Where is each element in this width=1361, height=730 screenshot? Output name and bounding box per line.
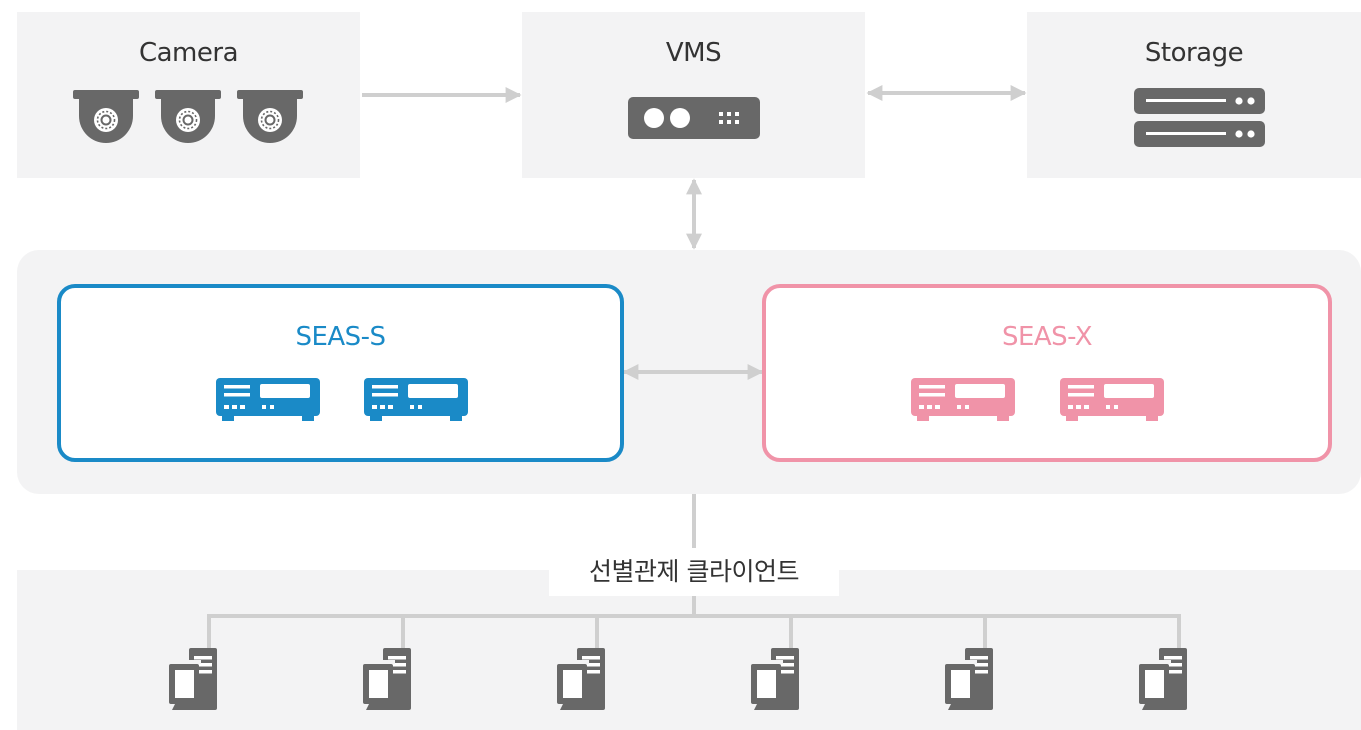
storage-label: Storage [1144, 38, 1244, 68]
client-branch-lines [207, 614, 1181, 648]
desktop-computer-icon [555, 648, 605, 710]
vms-server-icon [628, 97, 760, 139]
desktop-computer-icon [361, 648, 411, 710]
seas-x-node [762, 284, 1332, 462]
vms-panel [522, 12, 865, 178]
desktop-computer-icon [943, 648, 993, 710]
client-panel [17, 570, 1361, 730]
storage-server-icon [1134, 88, 1265, 147]
desktop-computer-icon [167, 648, 217, 710]
camera-label: Camera [138, 38, 239, 68]
vms-label: VMS [665, 38, 722, 68]
seas-x-label: SEAS-X [1001, 322, 1093, 352]
seas-s-node [57, 284, 624, 462]
desktop-computer-icon [1137, 648, 1187, 710]
client-group-label: 선별관제 클라이언트 [549, 548, 839, 596]
desktop-computer-icon [749, 648, 799, 710]
seas-s-label: SEAS-S [295, 322, 386, 352]
